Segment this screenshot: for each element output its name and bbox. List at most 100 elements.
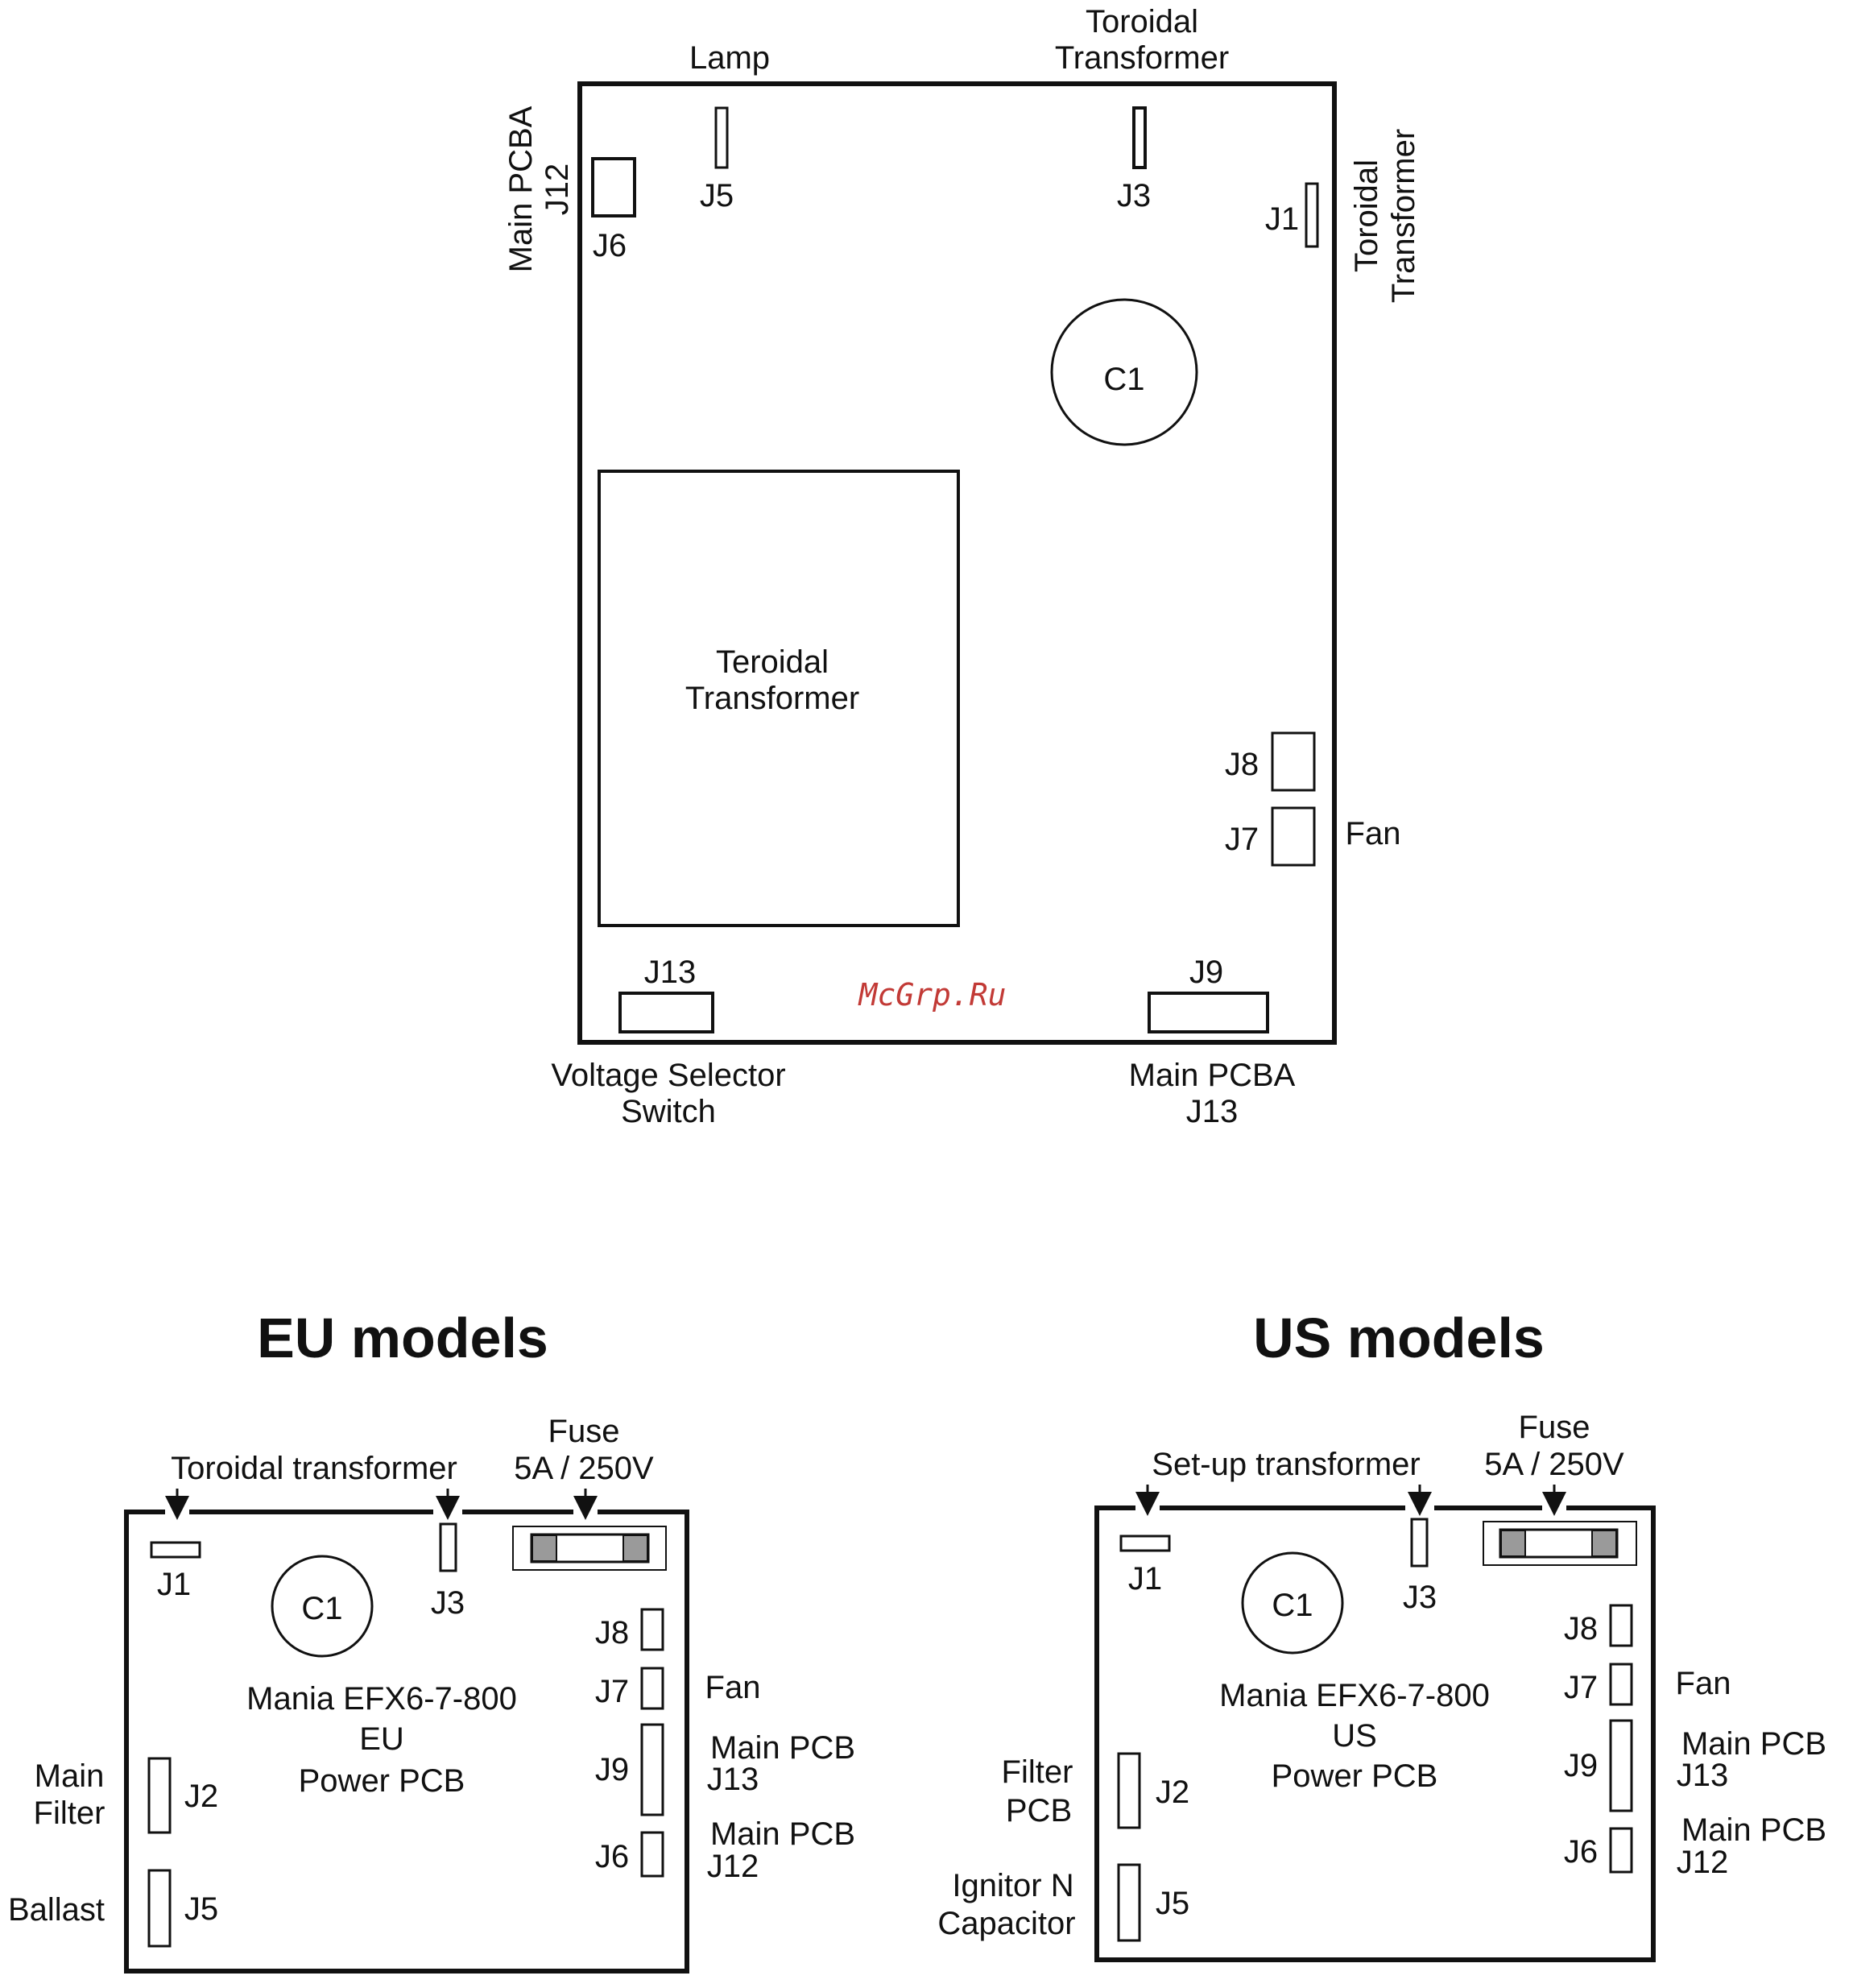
- us-j8-connector: [1609, 1604, 1633, 1647]
- us-label-c1: C1: [1272, 1588, 1313, 1623]
- us-board: [1094, 1485, 1656, 1962]
- eu-fuse-holder: [512, 1526, 667, 1571]
- us-label-center-3: Power PCB: [1272, 1758, 1438, 1794]
- us-label-j1: J1: [1128, 1561, 1162, 1597]
- us-label-j9: J9: [1564, 1748, 1598, 1783]
- us-j2-connector: [1117, 1752, 1141, 1829]
- us-j1-connector: [1119, 1534, 1171, 1552]
- eu-label-main-pcb-j13-1: Main PCB: [710, 1730, 855, 1766]
- eu-title: EU models: [257, 1307, 548, 1369]
- top-board: [577, 81, 1337, 1045]
- us-labels: Set-up transformer Fuse 5A / 250V J1 J3 …: [937, 1410, 1826, 1941]
- us-title: US models: [1253, 1307, 1545, 1369]
- eu-label-j9: J9: [595, 1752, 629, 1787]
- eu-j6-connector: [640, 1831, 664, 1878]
- us-label-j2: J2: [1156, 1775, 1189, 1810]
- eu-label-main-pcb-j13-2: J13: [707, 1762, 759, 1797]
- eu-label-j1: J1: [157, 1567, 191, 1602]
- label-c1: C1: [1103, 362, 1144, 397]
- us-label-main-pcb-j12-1: Main PCB: [1681, 1812, 1826, 1848]
- top-board-outline: [577, 81, 1337, 1045]
- top-board-labels: Lamp Toroidal Transformer Main PCBA J12 …: [503, 4, 1421, 1129]
- eu-c1-capacitor: [271, 1555, 374, 1658]
- us-fuse-cap-right: [1591, 1530, 1617, 1557]
- eu-label-c1: C1: [301, 1591, 342, 1626]
- label-voltage-1: Voltage Selector: [551, 1058, 785, 1093]
- eu-label-j3: J3: [431, 1585, 465, 1621]
- label-voltage-2: Switch: [621, 1094, 716, 1129]
- label-fan: Fan: [1346, 816, 1401, 851]
- us-label-ignitor: Ignitor N: [952, 1868, 1073, 1903]
- eu-label-center-2: EU: [359, 1721, 404, 1757]
- eu-labels: Toroidal transformer Fuse 5A / 250V J1 J…: [8, 1414, 855, 1928]
- label-j5: J5: [700, 178, 734, 213]
- j5-connector: [714, 106, 729, 169]
- us-label-center-1: Mania EFX6-7-800: [1219, 1678, 1490, 1713]
- us-label-j7: J7: [1564, 1670, 1598, 1705]
- label-teroidal-1: Teroidal: [716, 644, 829, 680]
- eu-j3-connector: [439, 1522, 457, 1572]
- label-j8: J8: [1225, 747, 1259, 782]
- eu-fuse-cap-left: [531, 1534, 557, 1562]
- us-c1-capacitor: [1241, 1551, 1344, 1655]
- label-j9: J9: [1189, 955, 1223, 990]
- us-j9-connector: [1609, 1719, 1633, 1812]
- eu-label-fan: Fan: [705, 1670, 761, 1705]
- eu-j2-connector: [147, 1757, 172, 1834]
- us-label-fan: Fan: [1676, 1666, 1731, 1701]
- label-main-pcba-bottom-2: J13: [1186, 1094, 1239, 1129]
- label-toroidal-top-1: Toroidal: [1086, 4, 1198, 39]
- j3-connector: [1132, 106, 1147, 169]
- eu-label-fuse-2: 5A / 250V: [514, 1451, 654, 1486]
- j8-connector: [1271, 731, 1316, 792]
- us-label-main-pcb-j13-2: J13: [1677, 1758, 1729, 1793]
- eu-label-fuse-1: Fuse: [548, 1414, 620, 1449]
- teroidal-transformer-block: [598, 470, 960, 927]
- eu-j9-connector: [640, 1723, 664, 1816]
- j1-connector: [1305, 182, 1319, 248]
- us-label-fuse-1: Fuse: [1519, 1410, 1590, 1445]
- us-fuse-cap-left: [1500, 1530, 1526, 1557]
- eu-j5-connector: [147, 1869, 172, 1948]
- us-label-fuse-2: 5A / 250V: [1484, 1447, 1624, 1482]
- us-j3-connector: [1410, 1518, 1429, 1568]
- us-label-j6: J6: [1564, 1834, 1598, 1870]
- eu-label-center-1: Mania EFX6-7-800: [246, 1681, 517, 1717]
- eu-fuse-cap-right: [622, 1534, 648, 1562]
- us-label-main-pcb-j13-1: Main PCB: [1681, 1726, 1826, 1762]
- us-label-setup: Set-up transformer: [1152, 1447, 1420, 1482]
- eu-label-toroidal: Toroidal transformer: [171, 1451, 457, 1486]
- eu-label-j2: J2: [184, 1779, 218, 1814]
- eu-label-main-pcb-j12-2: J12: [707, 1849, 759, 1884]
- label-main-pcba-left: Main PCBA: [503, 106, 539, 272]
- label-j7: J7: [1225, 822, 1259, 857]
- us-j6-connector: [1609, 1827, 1633, 1874]
- us-label-main-pcb-j12-2: J12: [1677, 1845, 1729, 1880]
- j7-connector: [1271, 806, 1316, 867]
- label-j6: J6: [593, 228, 627, 263]
- j9-connector: [1148, 992, 1269, 1033]
- us-j5-connector: [1117, 1863, 1141, 1942]
- eu-board: [124, 1489, 689, 1974]
- label-toroidal-right-1: Toroidal: [1349, 159, 1384, 272]
- eu-j8-connector: [640, 1608, 664, 1651]
- j13-connector: [618, 992, 714, 1033]
- eu-label-j7: J7: [595, 1674, 629, 1709]
- eu-label-j6: J6: [595, 1839, 629, 1874]
- label-main-pcba-bottom-1: Main PCBA: [1129, 1058, 1296, 1093]
- c1-capacitor: [1050, 298, 1198, 446]
- eu-j1-connector: [150, 1541, 201, 1559]
- us-j7-connector: [1609, 1663, 1633, 1706]
- label-j12-left: J12: [540, 164, 575, 216]
- eu-label-j5: J5: [184, 1891, 218, 1927]
- label-j13: J13: [644, 955, 697, 990]
- label-toroidal-right-2: Transformer: [1386, 129, 1421, 303]
- eu-label-j8: J8: [595, 1615, 629, 1650]
- us-label-capacitor: Capacitor: [937, 1906, 1075, 1941]
- us-label-j5: J5: [1156, 1886, 1189, 1921]
- j6-connector: [591, 157, 636, 217]
- eu-label-filter: Filter: [34, 1795, 105, 1831]
- eu-label-main: Main: [35, 1758, 105, 1794]
- eu-label-center-3: Power PCB: [299, 1763, 465, 1799]
